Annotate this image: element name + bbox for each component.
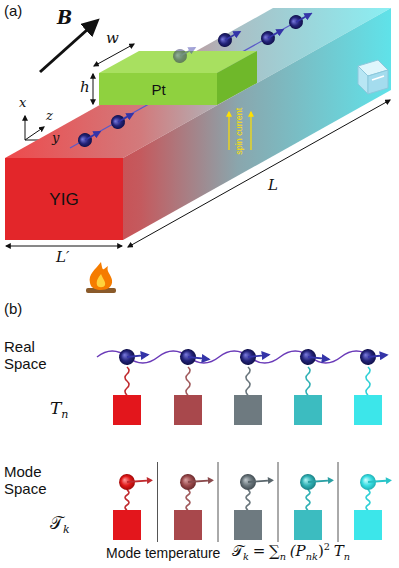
axis-label: x [19, 96, 26, 111]
yig-front-face [5, 158, 123, 240]
math-piece: k [243, 551, 249, 562]
fire-icon [86, 262, 116, 293]
dimension-lines [6, 44, 390, 247]
math-piece: ) [318, 542, 324, 560]
real-space-spins [118, 347, 388, 367]
dimension-label: w [106, 30, 119, 47]
pt-front-face [99, 73, 217, 105]
pt-side-face [217, 51, 257, 105]
math-piece: ∑ [269, 542, 280, 560]
real-space-baths [113, 395, 382, 425]
dimension-label: L′ [56, 249, 69, 266]
row-label: Mode Space [4, 463, 56, 498]
bath-temperature: Tn [50, 398, 68, 421]
spin-wave [97, 351, 372, 363]
node-text: Pt [151, 81, 165, 98]
axis-label: y [52, 131, 59, 146]
math-piece: T [334, 542, 344, 560]
dimension-label: h [80, 79, 90, 96]
panel-letter: (a) [4, 2, 22, 19]
math-piece: nk [306, 551, 318, 562]
mode-temperature-symbol: 𝒯k [50, 513, 70, 536]
field-symbol: B [57, 8, 72, 29]
math-piece: k [63, 523, 70, 536]
formula-caption: Mode temperature [106, 545, 220, 561]
yig-slab: YIG [44, 187, 84, 213]
panel-letter: (b) [4, 300, 22, 317]
math-piece: 𝒯 [232, 542, 243, 560]
real-space-strings [125, 367, 370, 395]
pt-layer: Pt [146, 78, 171, 101]
node-text: YIG [49, 190, 78, 210]
mode-temperature-formula: 𝒯k=∑n(Pnk)2Tn [232, 541, 350, 562]
math-piece: n [280, 551, 286, 562]
math-piece: 2 [324, 541, 330, 552]
mode-dividers [158, 462, 339, 542]
math-piece: 𝒯 [50, 513, 63, 533]
dimension-label: L [268, 177, 278, 194]
math-piece: T [50, 398, 61, 418]
axis-label: z [46, 109, 53, 124]
math-piece: n [344, 551, 350, 562]
mode-space-spins [118, 472, 392, 490]
spin-chain-line [70, 13, 312, 148]
ice-cube-icon [358, 60, 388, 94]
math-piece: n [61, 408, 68, 421]
math-piece: = [253, 542, 266, 560]
field-arrow [40, 21, 97, 72]
spin-current-label: spin current [234, 108, 244, 155]
spin-balls [75, 8, 314, 150]
math-piece: (P [290, 542, 306, 560]
yig-side-face [123, 8, 391, 240]
mode-space-strings [125, 490, 370, 510]
row-label: Real Space [4, 338, 56, 373]
mode-space-baths [113, 510, 382, 540]
